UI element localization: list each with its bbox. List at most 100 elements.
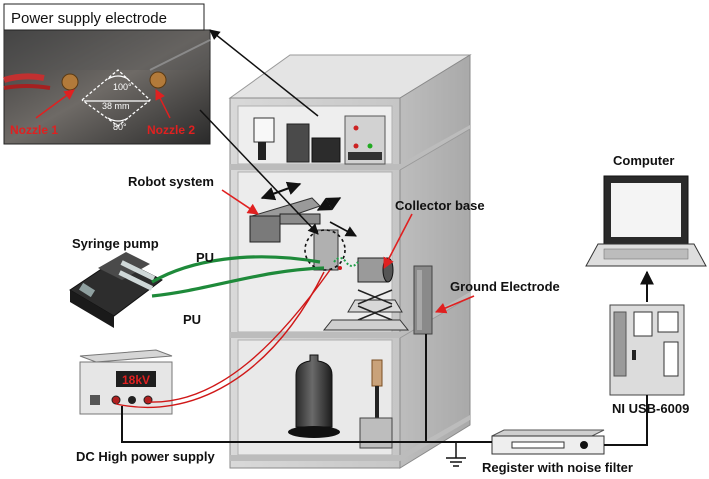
- register-knob: [580, 441, 588, 449]
- rack-panel: [348, 152, 382, 160]
- output-terminal: [143, 395, 153, 405]
- inset-title: Power supply electrode: [11, 10, 167, 27]
- daq-card: [663, 341, 679, 377]
- ground-electrode-plate: [413, 265, 433, 335]
- ni-daq-label: NI USB-6009: [612, 401, 689, 416]
- angle-top-label: 100°: [113, 82, 132, 92]
- collector-base-label: Collector base: [395, 198, 485, 213]
- robot-motion-arrow: [316, 197, 342, 211]
- robot-system: [249, 181, 357, 271]
- shelf-1: [230, 125, 470, 170]
- daq-slot-panel: [613, 311, 627, 377]
- robot-system-pointer: [221, 189, 259, 215]
- collector-base-pointer: [383, 213, 413, 269]
- syringe-pump-label: Syringe pump: [72, 236, 159, 251]
- red-cable: [3, 73, 45, 83]
- instrument-box-1: [286, 123, 310, 163]
- pu-tube-lower-label: PU: [183, 312, 201, 327]
- syringe-pump: [69, 252, 163, 328]
- gas-tank: [295, 354, 333, 428]
- side-panel-line: [399, 296, 471, 339]
- nozzle-zone-marker: [304, 229, 346, 271]
- computer-label: Computer: [613, 153, 674, 168]
- nozzle-pointer: [155, 89, 171, 119]
- syringe-barrel: [118, 270, 154, 291]
- register-slot: [511, 441, 565, 449]
- ground-electrode-pointer: [434, 295, 475, 314]
- robot-motion-arrow: [329, 221, 357, 237]
- robot-carriage: [249, 215, 281, 243]
- electrode-clamp-right: [149, 71, 167, 89]
- inset-photo-highlight: [4, 30, 210, 70]
- power-supply-display: [116, 371, 156, 387]
- gas-tank-base: [288, 426, 340, 438]
- nozzle-2-label: Nozzle 2: [147, 123, 195, 137]
- angle-arc-top: [107, 75, 129, 80]
- pu-tube-lower: [151, 266, 325, 298]
- robot-head: [313, 229, 339, 271]
- power-switch: [90, 395, 100, 405]
- computer-keyboard-keys: [603, 248, 689, 260]
- power-supply-top: [79, 349, 173, 363]
- output-terminal: [128, 396, 136, 404]
- zoom-line: [209, 29, 319, 117]
- bottom-equipment: [288, 354, 393, 449]
- side-panel-line: [399, 128, 471, 171]
- zoom-line: [199, 109, 319, 235]
- heater-rod: [375, 386, 379, 418]
- ni-daq-unit: [609, 304, 685, 396]
- nozzle-pointer: [35, 89, 75, 119]
- syringe-barrel: [120, 260, 156, 281]
- lab-jack: [347, 299, 403, 313]
- syringe-pump-display: [78, 282, 96, 298]
- robot-motion-arrow: [260, 181, 302, 201]
- angle-bottom-label: 80°: [113, 122, 127, 132]
- photo-wire: [149, 39, 211, 71]
- indicator-light: [367, 143, 373, 149]
- nozzle-1-label: Nozzle 1: [10, 123, 58, 137]
- daq-card: [633, 311, 653, 337]
- electrode-clamp-left: [61, 73, 79, 91]
- indicator-light: [353, 125, 359, 131]
- power-supply-readout: 18kV: [122, 373, 150, 387]
- inset-photo: 100° 38 mm 80° Nozzle 1 Nozzle 2: [3, 29, 211, 145]
- ground-symbol: [446, 442, 466, 467]
- daq-wire: [604, 395, 648, 446]
- distance-label: 38 mm: [102, 101, 130, 111]
- lab-jack-base: [322, 319, 410, 331]
- computer: [585, 175, 707, 267]
- dc-supply-label: DC High power supply: [76, 449, 215, 464]
- pu-tube-upper-label: PU: [196, 250, 214, 265]
- lamp-unit: [253, 117, 275, 143]
- output-terminal: [111, 395, 121, 405]
- cabinet-side-face: [399, 54, 471, 469]
- angle-arc-bottom: [107, 117, 129, 122]
- daq-card: [657, 311, 679, 333]
- top-instruments: [253, 115, 386, 165]
- daq-connector: [632, 350, 636, 360]
- heater-coil: [371, 359, 383, 387]
- ground-wire: [121, 406, 492, 443]
- lamp-base: [258, 142, 266, 160]
- fiber-jet: [333, 257, 359, 267]
- computer-screen: [611, 183, 681, 237]
- lab-jack-scissor: [357, 305, 393, 321]
- collector-assembly: [322, 257, 410, 331]
- dc-high-power-supply: 18kV: [79, 349, 173, 415]
- angle-outline: [81, 69, 151, 127]
- ground-electrode-highlight: [417, 270, 422, 330]
- register-label: Register with noise filter: [482, 460, 633, 475]
- shelf-2: [230, 292, 470, 338]
- noise-filter-register: [491, 429, 605, 455]
- syringe-pump-side: [70, 290, 114, 328]
- instrument-box-2: [311, 137, 341, 163]
- hv-wire: [115, 271, 325, 409]
- robot-system-label: Robot system: [128, 174, 214, 189]
- jet-droplet: [338, 266, 342, 270]
- heater-box: [359, 417, 393, 449]
- ground-electrode-label: Ground Electrode: [450, 279, 560, 294]
- indicator-light: [353, 143, 359, 149]
- pu-tube-upper: [151, 255, 321, 284]
- lab-jack-scissor: [357, 289, 393, 305]
